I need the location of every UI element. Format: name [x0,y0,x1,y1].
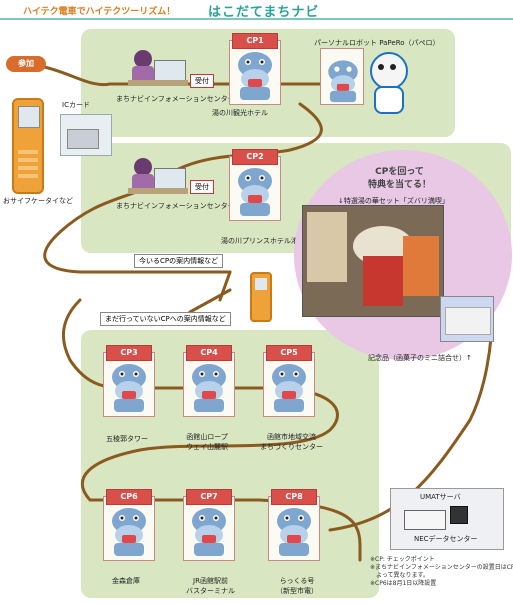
prize-food-photo [302,205,444,317]
footnote: ※まちナビインフォメーションセンターの設置日はCPに [370,564,513,571]
ic-card-reader-image [60,114,112,156]
checkpoint-name-cp3: 五稜郭タワー [106,435,148,443]
info-center-1-label: まちナビインフォメーションセンター [116,95,235,103]
checkpoint-name-cp8: らっくる号 （新型市電） [276,577,318,595]
server-label: NECデータセンター [414,535,478,543]
prize-souvenir-photo [440,296,494,342]
hippo-mascot-icon [112,508,146,556]
hippo-mascot-icon [328,60,358,103]
hippo-mascot-icon [112,364,146,412]
checkpoint-robot-card [320,48,364,105]
header-subtitle: ハイテク電車でハイテクツーリズム！ [23,7,176,17]
hippo-mascot-icon [192,508,226,556]
page-title: はこだてまちナビ [208,5,320,20]
server-box [390,488,504,550]
callout-current-cp-info: 今いるCPの案内情報など [134,254,224,268]
checkpoint-card-cp3: CP3 [103,345,155,417]
footnote: ※CP: チェックポイント [370,556,435,563]
checkpoint-name-cp2: 湯の川プリンスホテル渚 [221,237,298,245]
robot-label: パーソナルロボット PaPeRo（パペロ） [314,39,440,47]
checkpoint-card-cp1: CP1 [229,33,281,105]
info-center-2-illustration [128,152,188,194]
hippo-mascot-icon [272,364,306,412]
start-badge: 参加 [6,56,46,72]
ic-card-label: ICカード [62,101,90,109]
footnote: ※CP6は8月1日以降設置 [370,580,437,587]
checkpoint-card-cp8: CP8 [268,489,320,561]
checkpoint-tag: CP8 [271,489,317,505]
checkpoint-tag: CP4 [186,345,232,361]
checkpoint-name-cp6: 金森倉庫 [112,577,140,585]
server-title: UMATサーバ [420,493,461,501]
monitor-icon [450,506,468,524]
footnote: よって異なります。 [370,572,429,579]
server-machine-icon [404,510,446,530]
info-center-2-label: まちナビインフォメーションセンター [116,202,235,210]
checkpoint-tag: CP2 [232,149,278,165]
checkpoint-card-cp4: CP4 [183,345,235,417]
checkpoint-tag: CP3 [106,345,152,361]
checkpoint-name-cp4: 函館山ロープ ウェイ山麓駅 [186,433,228,451]
reception-sign-1: 受付 [190,74,214,88]
checkpoint-card-cp2: CP2 [229,149,281,221]
info-center-1-illustration [128,44,188,86]
header-divider [0,18,513,20]
checkpoint-card-cp7: CP7 [183,489,235,561]
checkpoint-name-cp5: 函館市地域交流 まちづくりセンター [260,433,323,451]
prize-bubble-title: CPを回って 特典を当てる！ [368,167,432,190]
prize-item-1-label: ↓特選湯の華セット「ズバリ満喫」 [338,197,449,205]
hippo-mascot-icon [192,364,226,412]
checkpoint-card-cp5: CP5 [263,345,315,417]
hippo-mascot-icon [277,508,311,556]
footnotes: ※CP: チェックポイント ※まちナビインフォメーションセンターの設置日はCPに… [370,556,513,588]
checkpoint-tag: CP7 [186,489,232,505]
mobile-phone-small-image [250,272,272,322]
prize-item-2-label: 記念品（函菓子のミニ詰合せ）↑ [368,354,472,362]
hippo-mascot-icon [238,168,272,216]
checkpoint-card-cp6: CP6 [103,489,155,561]
checkpoint-tag: CP6 [106,489,152,505]
mobile-phone-image [12,98,44,194]
checkpoint-tag: CP5 [266,345,312,361]
checkpoint-name-cp7: JR函館駅前 バスターミナル [186,577,235,595]
reception-sign-2: 受付 [190,180,214,194]
phone-label: おサイフケータイなど [3,197,73,205]
checkpoint-tag: CP1 [232,33,278,49]
robot-papero-image [362,52,412,114]
checkpoint-name-cp1: 湯の川観光ホテル [212,109,268,117]
callout-unvisited-cp-info: まだ行っていないCPへの案内情報など [100,312,231,326]
hippo-mascot-icon [238,52,272,100]
